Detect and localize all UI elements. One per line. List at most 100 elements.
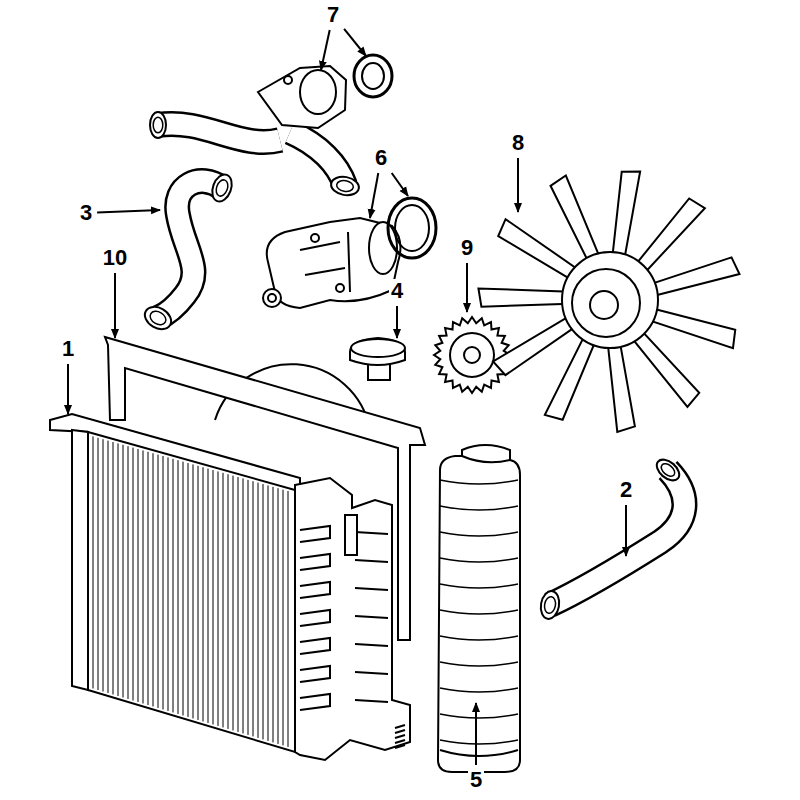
drawing-stroke xyxy=(158,124,280,142)
leader-line xyxy=(370,173,378,218)
callout-number: 5 xyxy=(468,768,484,792)
drawing-stroke xyxy=(258,483,259,738)
drawing-stroke xyxy=(648,257,740,296)
drawing-stroke xyxy=(141,302,175,333)
drawing-stroke xyxy=(355,560,388,562)
hoses xyxy=(141,112,685,620)
drawing-stroke xyxy=(163,456,164,709)
callout-number: 9 xyxy=(459,236,475,260)
drawing-stroke xyxy=(300,554,330,570)
drawing-stroke xyxy=(209,172,235,204)
leader-line xyxy=(396,306,398,338)
drawing-stroke xyxy=(395,725,405,728)
leader-line xyxy=(344,29,366,56)
drawing-stroke xyxy=(350,338,405,365)
drawing-stroke xyxy=(214,178,230,197)
leader-line xyxy=(67,364,69,414)
drawing-stroke xyxy=(462,456,510,462)
drawing-stroke xyxy=(630,328,700,407)
drawing-stroke xyxy=(438,445,520,772)
drawing-stroke xyxy=(646,308,736,348)
drawing-stroke xyxy=(93,436,94,688)
drawing-stroke xyxy=(300,666,330,682)
radiator xyxy=(50,414,410,760)
drawing-stroke xyxy=(355,532,388,534)
drawing-stroke xyxy=(228,474,229,729)
drawing-stroke xyxy=(354,55,392,97)
drawing-stroke xyxy=(607,339,634,432)
drawing-stroke xyxy=(113,442,114,694)
drawing-stroke xyxy=(300,638,330,654)
drawing-stroke xyxy=(300,70,336,114)
drawing-stroke xyxy=(98,438,99,690)
drawing-stroke xyxy=(362,63,384,89)
drawing-stroke xyxy=(562,252,658,348)
drawing-stroke xyxy=(336,284,344,292)
drawing-stroke xyxy=(388,198,436,258)
drawing-stroke xyxy=(267,218,401,308)
fan-clutch xyxy=(434,317,510,393)
drawing-stroke xyxy=(550,470,684,605)
callout-number: 4 xyxy=(389,279,405,303)
drawing-stroke xyxy=(355,616,388,618)
drawing-stroke xyxy=(273,487,274,743)
drawing-stroke xyxy=(395,740,405,743)
drawing-stroke xyxy=(128,446,129,699)
drawing-stroke xyxy=(355,700,388,702)
drawing-stroke xyxy=(193,464,194,718)
drawing-stroke xyxy=(440,688,518,692)
expansion-tank xyxy=(438,445,520,772)
drawing-stroke xyxy=(284,76,292,84)
drawing-stroke xyxy=(268,294,276,302)
drawing-stroke xyxy=(450,333,494,377)
drawing-stroke xyxy=(208,469,209,723)
drawing-stroke xyxy=(440,740,518,744)
drawing-stroke xyxy=(434,317,510,393)
leader-line xyxy=(114,273,116,338)
drawing-stroke xyxy=(148,309,169,328)
leader-line xyxy=(97,210,160,213)
drawing-stroke xyxy=(263,289,281,307)
drawing-stroke xyxy=(233,476,234,731)
drawing-stroke xyxy=(395,745,405,748)
drawing-stroke xyxy=(311,234,319,242)
drawing-stroke xyxy=(158,181,222,318)
drawing-stroke xyxy=(263,484,264,739)
drawing-stroke xyxy=(330,175,361,198)
drawing-stroke xyxy=(148,452,149,705)
drawing-stroke xyxy=(653,456,683,485)
drawing-stroke xyxy=(539,590,562,621)
drawing-stroke xyxy=(300,232,350,292)
drawing-stroke xyxy=(498,219,581,281)
drawing-stroke xyxy=(300,526,330,542)
drawing-stroke xyxy=(248,480,249,735)
radiator-cap xyxy=(350,338,405,380)
drawing-stroke xyxy=(143,450,144,703)
drawing-stroke xyxy=(253,481,254,736)
drawing-stroke xyxy=(572,269,640,337)
leader-line xyxy=(517,158,519,212)
drawing-stroke xyxy=(543,596,557,614)
drawing-stroke xyxy=(300,610,330,626)
drawing-stroke xyxy=(223,473,224,728)
drawing-stroke xyxy=(168,457,169,711)
drawing-stroke xyxy=(150,112,166,138)
drawing-stroke xyxy=(590,291,618,319)
drawing-stroke xyxy=(300,515,405,748)
drawing-stroke xyxy=(295,478,410,760)
leader-lines xyxy=(68,29,626,765)
drawing-stroke xyxy=(238,477,239,732)
callout-number: 7 xyxy=(325,3,341,27)
drawing-stroke xyxy=(440,480,518,484)
thermostat-housing xyxy=(258,55,392,128)
drawing-stroke xyxy=(440,584,518,588)
drawing-stroke xyxy=(93,436,288,747)
leader-line xyxy=(392,173,408,196)
drawing-stroke xyxy=(464,347,480,363)
drawing-stroke xyxy=(440,558,518,562)
drawing-stroke xyxy=(118,443,119,696)
leader-line xyxy=(475,703,477,765)
callout-number: 8 xyxy=(510,131,526,155)
